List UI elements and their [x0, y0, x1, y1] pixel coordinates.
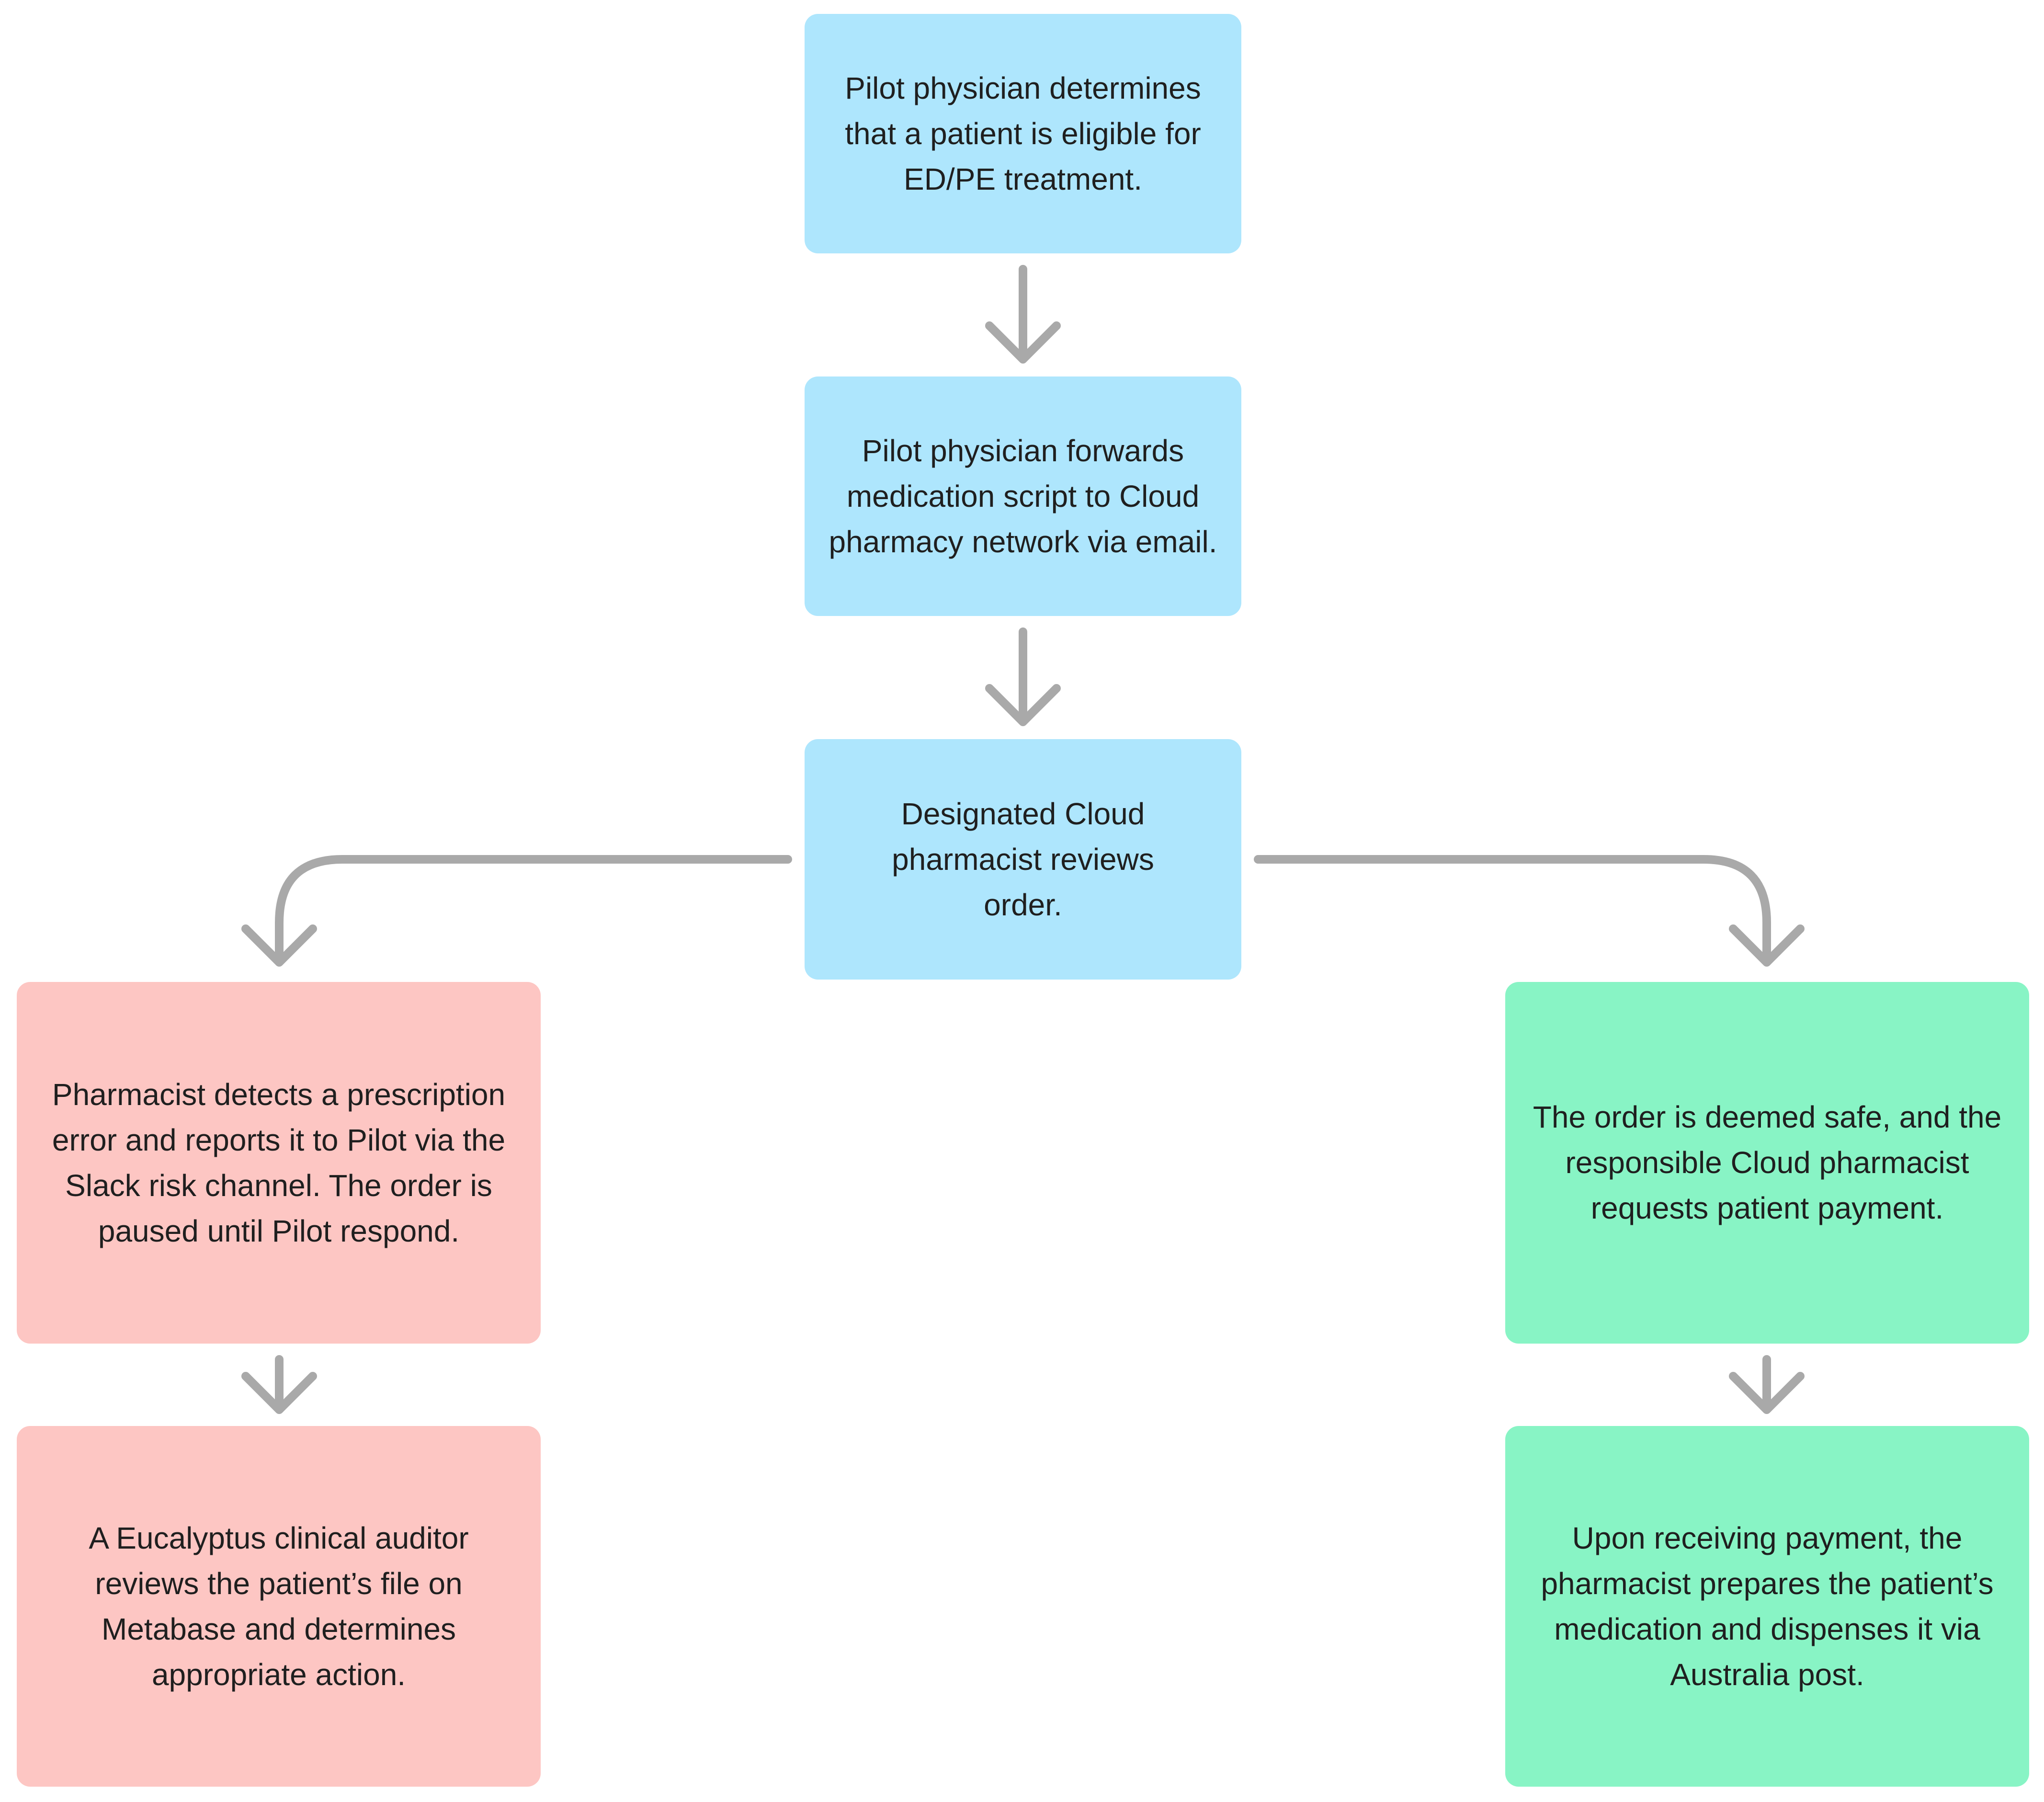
node-clinical-auditor-text: A Eucalyptus clinical auditor reviews th… [89, 1520, 469, 1692]
node-dispense-text: Upon receiving payment, the pharmacist p… [1541, 1520, 1994, 1692]
node-dispense: Upon receiving payment, the pharmacist p… [1505, 1426, 2029, 1787]
node-order-safe: The order is deemed safe, and the respon… [1505, 982, 2029, 1344]
node-pharmacist-reviews-text: Designated Cloud pharmacist reviews orde… [892, 796, 1154, 922]
node-physician-eligibility: Pilot physician determines that a patien… [805, 14, 1241, 253]
node-clinical-auditor: A Eucalyptus clinical auditor reviews th… [17, 1426, 541, 1787]
arrow-forward-to-review [985, 627, 1061, 726]
node-order-safe-text: The order is deemed safe, and the respon… [1533, 1100, 2002, 1225]
node-physician-forwards-script-text: Pilot physician forwards medication scri… [829, 433, 1217, 559]
arrow-safe-to-dispense [1729, 1355, 1805, 1414]
node-pharmacist-reviews: Designated Cloud pharmacist reviews orde… [805, 739, 1241, 980]
arrow-error-to-auditor [241, 1355, 317, 1414]
node-prescription-error: Pharmacist detects a prescription error … [17, 982, 541, 1344]
node-prescription-error-text: Pharmacist detects a prescription error … [52, 1077, 506, 1248]
arrow-eligibility-to-forward [985, 265, 1061, 364]
node-physician-forwards-script: Pilot physician forwards medication scri… [805, 376, 1241, 616]
node-physician-eligibility-text: Pilot physician determines that a patien… [845, 70, 1201, 196]
arrow-review-to-safe [1254, 855, 1805, 967]
arrow-review-to-error [241, 855, 792, 967]
